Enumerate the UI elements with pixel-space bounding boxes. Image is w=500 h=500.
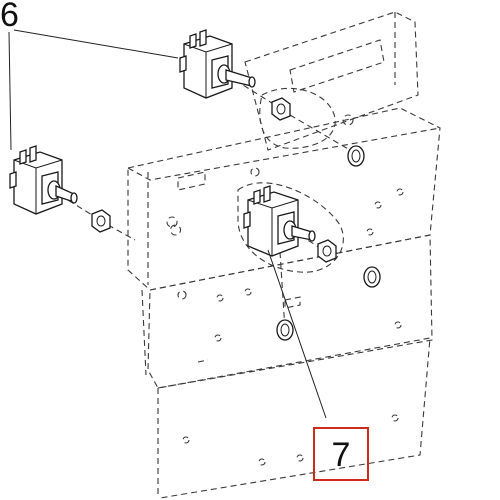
hex-nut-top <box>271 97 291 121</box>
assembly-axis-lines <box>59 79 351 331</box>
toggle-switch-top <box>179 29 256 99</box>
washer-lower <box>276 319 294 341</box>
callout-label-7: 7 <box>332 436 351 474</box>
leader-lines <box>8 29 327 419</box>
toggle-switch-center <box>243 185 316 257</box>
toggle-switch-left <box>9 145 78 215</box>
callout-box-7 <box>313 427 369 481</box>
callout-label-6: 6 <box>0 0 19 34</box>
washer-right <box>363 266 381 288</box>
hex-nut-left <box>91 209 111 233</box>
hex-nut-center <box>317 239 337 263</box>
panel-outlines <box>127 11 441 499</box>
washer-top <box>347 145 365 167</box>
